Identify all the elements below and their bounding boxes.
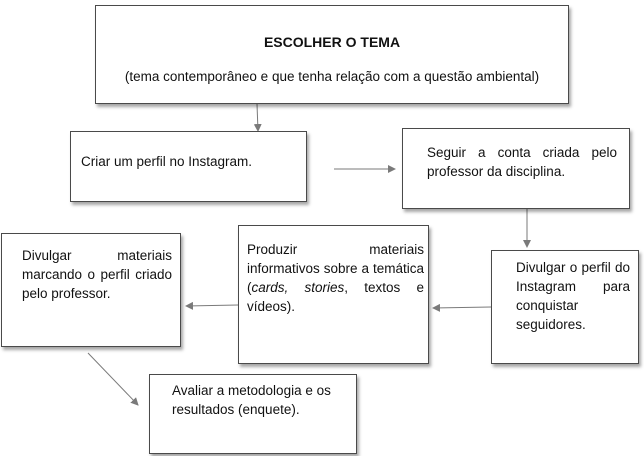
node-divulgar-materiais-text: Divulgar materiais marcando o perfil cri… xyxy=(22,248,172,301)
node-produzir-stories: stories xyxy=(304,280,345,295)
node-avaliar-text: Avaliar a metodologia e os resultados (e… xyxy=(172,383,331,417)
node-seguir-conta: Seguir a conta criada pelo professor da … xyxy=(402,128,630,209)
node-criar-perfil: Criar um perfil no Instagram. xyxy=(70,131,307,202)
node-divulgar-perfil-text: Divulgar o perfil do Instagram para conq… xyxy=(516,260,630,332)
arrow-produzir-to-divulgar-materiais xyxy=(185,301,239,310)
node-seguir-text: Seguir a conta criada pelo professor da … xyxy=(427,145,617,179)
node-produzir-text-before: Produzir materiais informativos sobre a … xyxy=(247,242,424,295)
node-produzir-materiais: Produzir materiais informativos sobre a … xyxy=(238,225,429,364)
node-criar-text: Criar um perfil no Instagram. xyxy=(81,154,253,169)
node-escolher-subtitle: (tema contemporâneo e que tenha relação … xyxy=(124,69,540,84)
arrow-divulgar-materiais-to-avaliar xyxy=(87,352,139,406)
node-divulgar-perfil: Divulgar o perfil do Instagram para conq… xyxy=(491,250,639,364)
arrow-escolher-to-criar xyxy=(253,103,262,132)
node-produzir-text-after: , textos e vídeos). xyxy=(247,280,424,314)
node-produzir-text: Produzir materiais informativos sobre a … xyxy=(247,240,424,316)
node-escolher-tema: ESCOLHER O TEMA (tema contemporâneo e qu… xyxy=(95,5,569,104)
node-divulgar-materiais: Divulgar materiais marcando o perfil cri… xyxy=(1,233,181,347)
node-escolher-title: ESCOLHER O TEMA xyxy=(263,34,401,50)
node-produzir-cards: cards, xyxy=(251,280,289,295)
arrow-divulgar-perfil-to-produzir xyxy=(432,303,492,312)
node-avaliar: Avaliar a metodologia e os resultados (e… xyxy=(149,374,357,454)
